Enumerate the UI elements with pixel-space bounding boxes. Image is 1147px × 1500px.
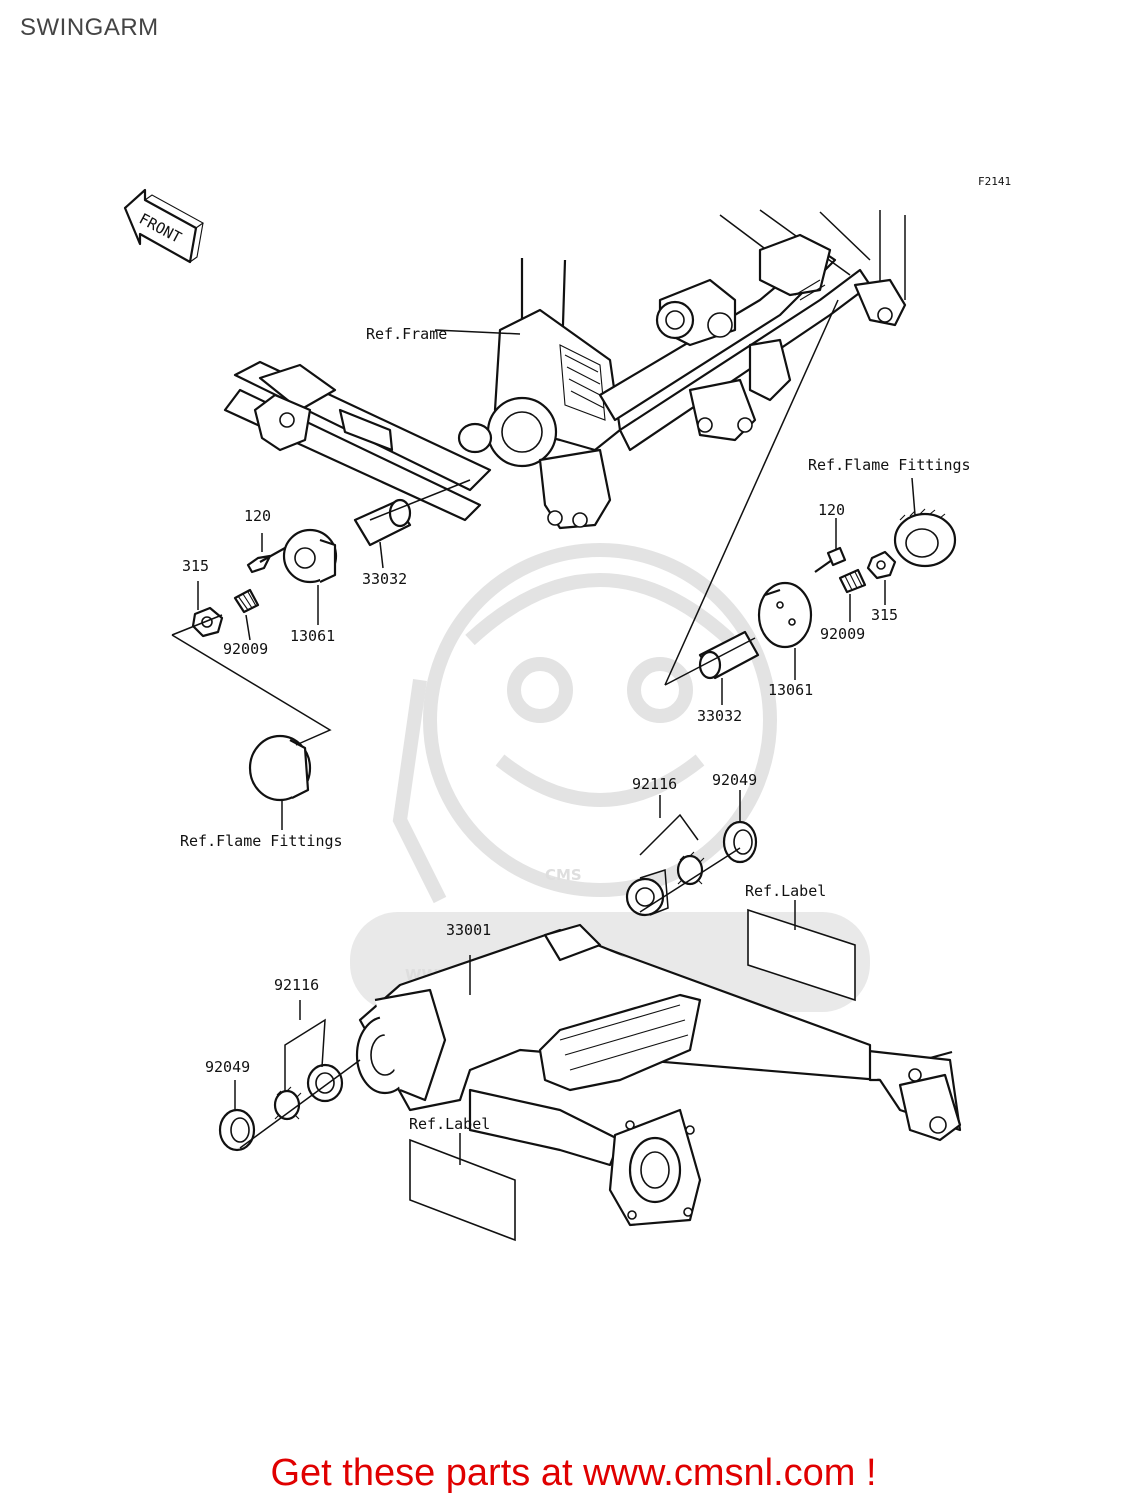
label-left-92009: 92009 — [223, 640, 268, 658]
watermark-brand: CMS — [545, 866, 582, 884]
label-ref-flame-fittings-left: Ref.Flame Fittings — [180, 832, 343, 850]
figure-code: F2141 — [978, 175, 1011, 188]
swingarm-parts-diagram: CMS WWW.CMSNL.COM FRONT F2141 — [123, 175, 1011, 1242]
label-ref-label-right: Ref.Label — [745, 882, 826, 900]
label-lower-92116: 92116 — [274, 976, 319, 994]
label-swingarm-33001: 33001 — [446, 921, 491, 939]
left-pivot-parts — [171, 329, 521, 830]
label-left-120: 120 — [244, 507, 271, 525]
label-right-92009: 92009 — [820, 625, 865, 643]
label-lower-92049: 92049 — [205, 1058, 250, 1076]
front-arrow-icon: FRONT — [123, 188, 205, 264]
label-right-13061: 13061 — [768, 681, 813, 699]
label-ref-flame-fittings-right: Ref.Flame Fittings — [808, 456, 971, 474]
right-pivot-parts — [664, 299, 957, 705]
swingarm-drawing — [218, 790, 962, 1242]
label-left-33032: 33032 — [362, 570, 407, 588]
frame-drawing — [223, 209, 907, 530]
label-left-315: 315 — [182, 557, 209, 575]
footer-link[interactable]: Get these parts at www.cmsnl.com ! — [270, 1452, 877, 1494]
label-ref-frame: Ref.Frame — [366, 325, 447, 343]
label-upper-92049: 92049 — [712, 771, 757, 789]
label-upper-92116: 92116 — [632, 775, 677, 793]
label-left-13061: 13061 — [290, 627, 335, 645]
page-title: SWINGARM — [20, 14, 159, 41]
label-ref-label-left: Ref.Label — [409, 1115, 490, 1133]
label-right-33032: 33032 — [697, 707, 742, 725]
label-right-120: 120 — [818, 501, 845, 519]
label-right-315: 315 — [871, 606, 898, 624]
